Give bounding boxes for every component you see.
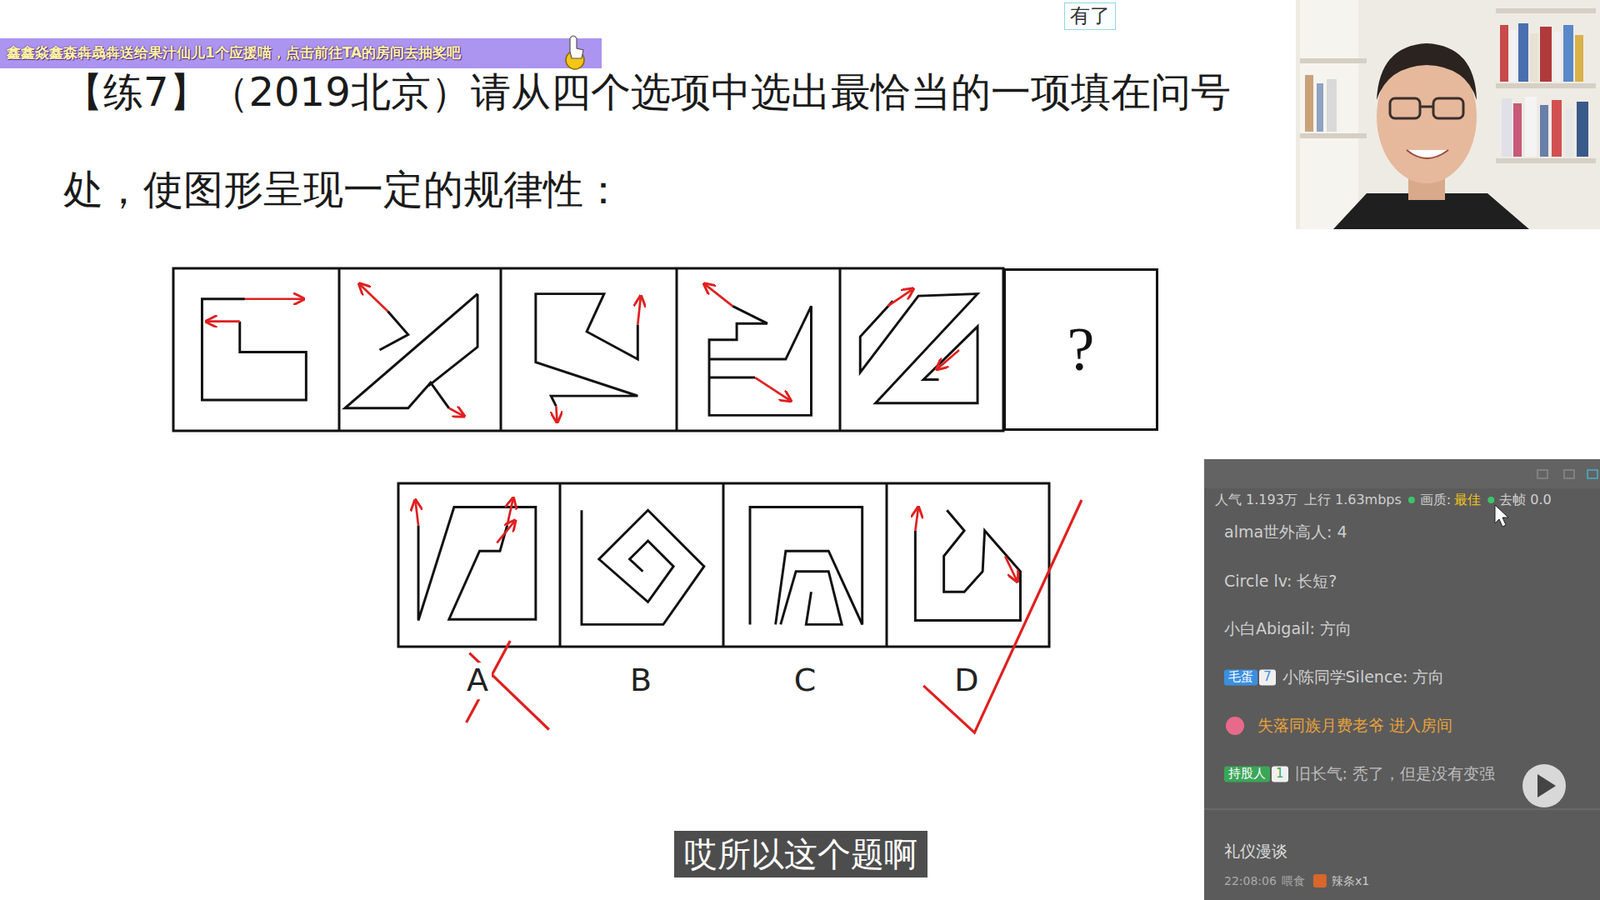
chat-gift: 辣条x1	[1331, 874, 1370, 888]
chat-panel	[1204, 459, 1600, 900]
annotation-box: 有了	[1064, 2, 1116, 30]
status-dot	[1408, 496, 1415, 504]
status-dot	[1487, 496, 1495, 504]
stream-stat: 上行 1.63mbps	[1304, 492, 1402, 508]
option-letter: B	[626, 662, 655, 700]
chat-gift: 喂食	[1281, 874, 1305, 888]
stream-stat: 画质:	[1420, 492, 1451, 508]
option-letter: D	[950, 662, 982, 700]
option-letter: A	[463, 662, 492, 700]
option-frame	[398, 483, 1050, 647]
chat-user: 礼仪漫谈	[1224, 842, 1288, 861]
chat-message: 小白Abigail: 方向	[1224, 620, 1352, 639]
chat-time: 22:08:06	[1224, 874, 1277, 888]
badge-level: 1	[1271, 765, 1289, 782]
stream-stat: 人气 1.193万	[1215, 492, 1298, 508]
fan-badge: 毛蛋	[1224, 669, 1258, 685]
stream-stat: 去帧 0.0	[1499, 492, 1552, 508]
option-letter: C	[790, 662, 820, 700]
slide-title: 【练7】（2019北京）请从四个选项中选出最恰当的一项填在问号处，使图形呈现一定…	[63, 43, 1251, 239]
gift-icon	[1313, 874, 1327, 888]
entry-notice: 失落同族月费老爷 进入房间	[1257, 716, 1453, 735]
gift-banner-text: 鑫鑫焱鑫森犇骉犇送给果汁仙儿1个应援喵，点击前往TA的房间去抽奖吧	[6, 45, 461, 62]
stream-stat: 最佳	[1454, 492, 1481, 508]
puzzle-figures	[201, 283, 1082, 733]
node-text: 有了	[1070, 4, 1110, 29]
chat-message: 小陈同学Silence: 方向	[1282, 668, 1445, 687]
chat-message: 旧长气: 秃了，但是没有变强	[1295, 765, 1495, 784]
gift-banner	[0, 38, 602, 69]
gift-banner-sheen	[0, 38, 602, 69]
badge-level: 7	[1259, 669, 1276, 685]
node-text: ?	[1067, 314, 1095, 385]
node-text: 哎所以这个题啊	[684, 834, 918, 875]
chat-message: Circle lv: 长短?	[1224, 572, 1337, 591]
fan-badge: 持股人	[1224, 765, 1270, 782]
webcam-view	[1295, 0, 1600, 230]
subtitle-box: 哎所以这个题啊	[674, 830, 928, 878]
question-cell: ?	[1003, 268, 1159, 431]
puzzle-frame	[173, 268, 1004, 431]
chat-message: alma世外高人: 4	[1224, 523, 1348, 542]
hand-icon	[570, 35, 584, 59]
